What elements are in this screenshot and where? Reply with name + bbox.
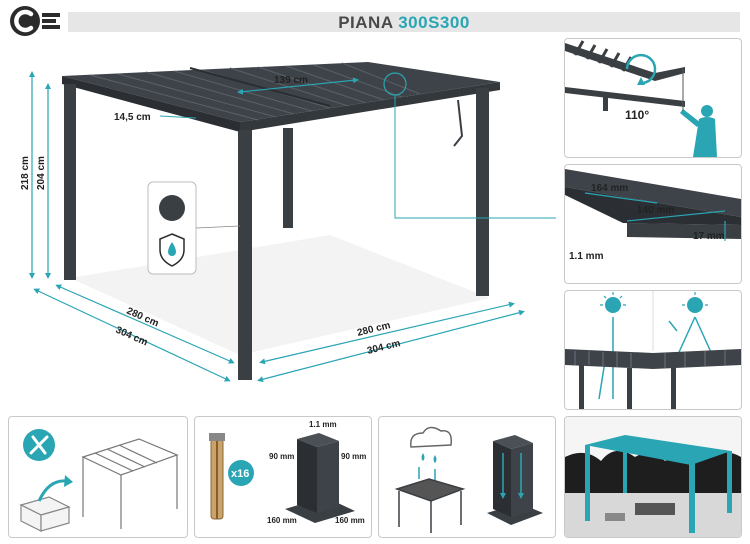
operator-figure-icon — [680, 105, 717, 157]
title-bar: PIANA 300S300 — [68, 12, 740, 32]
mini-pergola-illustration — [394, 478, 466, 533]
color-swatch-icon — [159, 195, 185, 221]
brand-logo — [10, 6, 60, 36]
dim-depth-outer: 304 cm — [114, 325, 150, 349]
fixing-count: x16 — [231, 468, 249, 480]
rain-cloud-icon — [410, 426, 453, 463]
panel-photo — [564, 416, 742, 538]
post-base-illustration — [285, 433, 355, 523]
panel-weather — [564, 290, 742, 410]
dim-height-total: 218 cm — [20, 156, 31, 190]
anchor-bolt-icon — [209, 433, 225, 520]
drain-post-illustration — [487, 435, 543, 525]
profile-thickness: 1.1 mm — [569, 251, 604, 262]
frame-assembly-illustration — [81, 438, 179, 529]
panel-assembly — [8, 416, 188, 538]
title-model: 300S300 — [398, 13, 470, 32]
profile-length: 164 mm — [591, 183, 628, 194]
feature-badge — [147, 181, 241, 275]
panel-drainage — [378, 416, 556, 538]
dim-louver-span: 139 cm — [274, 75, 308, 86]
panel-profile: 164 mm 140 mm 17 mm 1.1 mm — [564, 164, 742, 284]
sun-icon-left — [600, 292, 626, 313]
pergola-diagram: 139 cm 14,5 cm 218 cm 204 cm 280 cm 304 … — [20, 62, 556, 383]
waterproof-shield-icon — [159, 233, 185, 267]
fixing-base-a: 160 mm — [267, 516, 297, 525]
rotation-angle: 110° — [625, 108, 649, 122]
sun-icon-right — [682, 292, 708, 313]
profile-height: 17 mm — [693, 231, 725, 242]
dim-height-clear: 204 cm — [36, 156, 47, 190]
dim-width-outer: 304 cm — [366, 338, 402, 357]
panel-fixings: x16 1.1 mm 90 mm 90 mm 160 mm 160 mm — [194, 416, 372, 538]
profile-width: 140 mm — [637, 205, 674, 216]
fixing-side-b: 90 mm — [341, 452, 366, 461]
package-box-icon — [19, 496, 71, 532]
panel-rotation: 110° — [564, 38, 742, 158]
posts — [64, 84, 489, 380]
title-product: PIANA — [338, 13, 399, 32]
page-title: PIANA 300S300 — [68, 13, 740, 33]
fixing-side-a: 90 mm — [269, 452, 294, 461]
fixing-wall: 1.1 mm — [309, 420, 337, 429]
crank-handle — [453, 99, 464, 147]
dim-louver-width: 14,5 cm — [114, 112, 151, 123]
fixing-base-b: 160 mm — [335, 516, 365, 525]
